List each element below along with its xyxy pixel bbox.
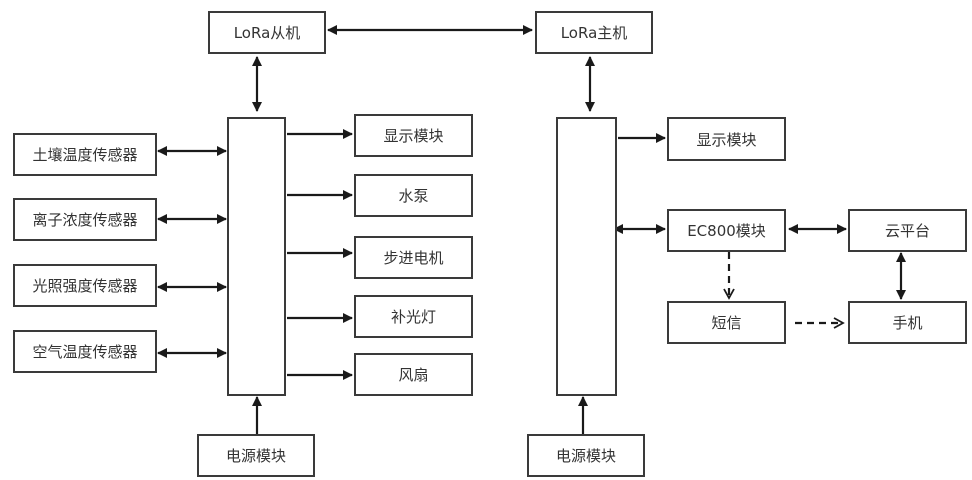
lora-slave-box: LoRa从机 bbox=[208, 11, 326, 54]
fan-box: 风扇 bbox=[354, 353, 473, 396]
lora-master-box: LoRa主机 bbox=[535, 11, 653, 54]
cloud-platform-box: 云平台 bbox=[848, 209, 967, 252]
pump-box: 水泵 bbox=[354, 174, 473, 217]
ec800-box: EC800模块 bbox=[667, 209, 786, 252]
slave-display-box: 显示模块 bbox=[354, 114, 473, 157]
fill-light-box: 补光灯 bbox=[354, 295, 473, 338]
master-controller-box bbox=[556, 117, 617, 396]
slave-power-box: 电源模块 bbox=[197, 434, 315, 477]
stepper-motor-box: 步进电机 bbox=[354, 236, 473, 279]
ion-sensor-box: 离子浓度传感器 bbox=[13, 198, 157, 241]
air-temp-sensor-box: 空气温度传感器 bbox=[13, 330, 157, 373]
master-power-box: 电源模块 bbox=[527, 434, 645, 477]
phone-box: 手机 bbox=[848, 301, 967, 344]
sms-box: 短信 bbox=[667, 301, 786, 344]
slave-controller-box bbox=[227, 117, 286, 396]
soil-temp-sensor-box: 土壤温度传感器 bbox=[13, 133, 157, 176]
light-sensor-box: 光照强度传感器 bbox=[13, 264, 157, 307]
master-display-box: 显示模块 bbox=[667, 117, 786, 161]
